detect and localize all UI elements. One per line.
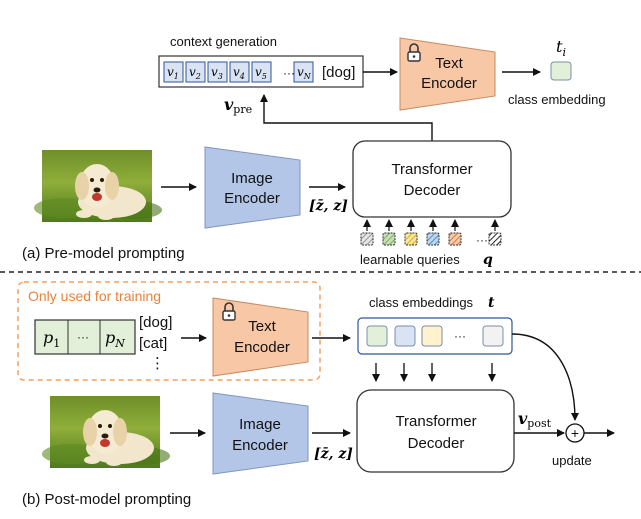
text-encoder-top — [399, 37, 496, 111]
text-encoder-top-line2: Encoder — [421, 75, 477, 92]
embedding-green — [366, 325, 388, 347]
p1-token: p1 — [43, 328, 60, 350]
embedding-blue — [394, 325, 416, 347]
training-only-region — [17, 281, 321, 381]
image-encoder-top-line1: Image — [231, 170, 273, 187]
decoder-top-line1: Transformer — [391, 161, 472, 178]
text-encoder-top-line1: Text — [435, 55, 463, 72]
context-token-box — [163, 61, 184, 83]
class-embedding-label: class embedding — [508, 92, 606, 107]
image-encoder-top-line2: Encoder — [224, 190, 280, 207]
t-i-symbol: ti — [556, 37, 566, 59]
context-token-box — [229, 61, 250, 83]
text-encoder-bottom-line1: Text — [248, 318, 276, 335]
context-token-label: v1 — [167, 65, 179, 81]
context-token-label: vN — [297, 65, 312, 81]
decoder-top-line2: Decoder — [404, 182, 461, 199]
context-token-box — [207, 61, 228, 83]
image-encoder-bottom-line2: Encoder — [232, 437, 288, 454]
embedding-yellow — [421, 325, 443, 347]
decoder-bottom-line2: Decoder — [408, 435, 465, 452]
embeddings-ellipsis: ··· — [454, 329, 466, 343]
class-label-cat: [cat] — [139, 335, 167, 352]
context-token-label: v2 — [189, 65, 201, 81]
arrow-embeddings-to-update — [511, 333, 579, 421]
context-tokens: v1 v2 v3 v4 v5 vN — [163, 61, 314, 83]
class-embeddings-label: class embeddings — [369, 295, 474, 310]
t-symbol: t — [488, 295, 495, 311]
z-label-bottom: [z̄, z] — [314, 446, 353, 462]
class-label-vdots: ⋮ — [150, 355, 165, 372]
v-post-label: vpost — [518, 409, 552, 430]
context-token-label: v4 — [233, 65, 245, 81]
caption-a: (a) Pre-model prompting — [22, 245, 185, 262]
z-label-top: [z̄, z] — [309, 198, 348, 214]
image-encoder-bottom-line1: Image — [239, 416, 281, 433]
class-label-dog: [dog] — [139, 314, 172, 331]
queries-ellipsis: ··· — [476, 233, 488, 247]
prompt-ellipsis: ··· — [77, 330, 89, 344]
q-symbol: q — [483, 252, 493, 268]
context-ellipsis: ··· — [283, 66, 295, 80]
learnable-query-square — [448, 232, 462, 246]
image-encoder-top — [204, 146, 301, 229]
context-token-label: v3 — [211, 65, 223, 81]
learnable-query-square — [488, 232, 502, 246]
context-token-box — [251, 61, 272, 83]
transformer-decoder-top — [352, 140, 512, 218]
update-label: update — [552, 453, 592, 468]
context-class-label: [dog] — [322, 64, 355, 81]
embedding-gray — [482, 325, 504, 347]
arrow-decoder-to-context — [260, 94, 433, 141]
learnable-queries-label: learnable queries — [360, 252, 460, 267]
text-encoder-bottom — [212, 297, 309, 377]
learnable-query-square — [382, 232, 396, 246]
dog-image-top — [34, 150, 162, 222]
decoder-bottom-line1: Transformer — [395, 413, 476, 430]
learnable-query-square — [404, 232, 418, 246]
learnable-query-square — [360, 232, 374, 246]
plus-symbol: + — [571, 425, 579, 441]
context-token-box — [185, 61, 206, 83]
transformer-decoder-bottom — [356, 389, 515, 473]
prompt-sequence-box — [34, 319, 136, 355]
only-training-label: Only used for training — [28, 288, 161, 304]
text-encoder-bottom-line2: Encoder — [234, 339, 290, 356]
learnable-queries — [360, 219, 502, 246]
pn-token: pN — [105, 328, 125, 350]
v-pre-label: vpre — [224, 95, 252, 116]
learnable-query-square — [426, 232, 440, 246]
image-encoder-bottom — [212, 392, 309, 475]
context-token-label: v5 — [255, 65, 267, 81]
context-token-box — [293, 61, 314, 83]
context-generation-title: context generation — [170, 34, 277, 49]
dog-image-bottom — [42, 396, 170, 468]
class-embedding-box — [550, 61, 572, 81]
caption-b: (b) Post-model prompting — [22, 491, 191, 508]
